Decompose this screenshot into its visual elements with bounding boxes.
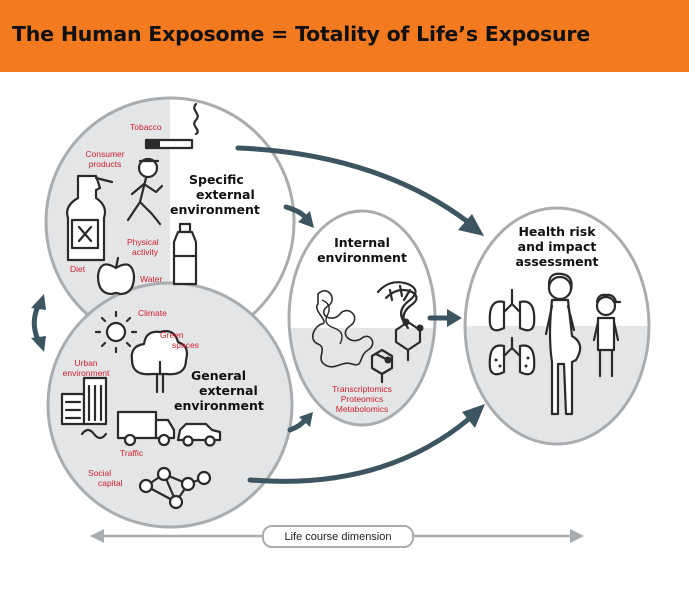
- child-icon: [592, 293, 622, 378]
- label-consumer-2: products: [89, 159, 122, 169]
- water-bottle-icon: [172, 222, 198, 286]
- diseased-lungs-icon: [488, 336, 536, 376]
- general-heading-1: General: [191, 368, 246, 383]
- label-physical-1: Physical: [127, 237, 159, 247]
- tree-icon: [130, 330, 189, 394]
- network-icon: [138, 466, 212, 510]
- label-physical-2: activity: [132, 247, 159, 257]
- specific-heading-3: environment: [170, 202, 260, 217]
- smog-icon: [80, 428, 108, 440]
- specific-heading: Specific external environment: [170, 172, 260, 217]
- label-transcriptomics: Transcriptomics: [332, 384, 392, 394]
- health-heading-2: and impact: [518, 239, 597, 254]
- internal-heading-2: environment: [317, 250, 407, 265]
- protein-icon: [311, 290, 374, 368]
- label-climate: Climate: [138, 308, 167, 318]
- double-arrow-specific-general: [31, 303, 41, 343]
- label-green-2: spaces: [172, 340, 199, 350]
- general-labels: Climate Green spaces Urban environment T…: [63, 308, 199, 488]
- buildings-icon: [60, 376, 108, 426]
- arrow-specific-to-internal-head: [298, 211, 314, 228]
- label-diet: Diet: [70, 264, 86, 274]
- health-heading: Health risk and impact assessment: [515, 224, 598, 269]
- label-urban-1: Urban: [74, 358, 97, 368]
- arrow-general-to-health: [247, 415, 473, 484]
- arrow-general-to-internal-head: [299, 412, 313, 427]
- sun-icon: [94, 310, 138, 354]
- general-environment-circle: [46, 281, 294, 529]
- label-consumer-1: Consumer: [85, 149, 124, 159]
- label-urban-2: environment: [63, 368, 110, 378]
- car-icon: [176, 422, 222, 447]
- truck-icon: [116, 410, 176, 447]
- label-metabolomics: Metabolomics: [336, 404, 388, 414]
- general-heading-3: environment: [174, 398, 264, 413]
- page-title: The Human Exposome = Totality of Life’s …: [12, 22, 590, 46]
- spray-bottle-icon: [66, 174, 114, 262]
- life-course-axis: Life course dimension: [90, 525, 584, 548]
- cigarette-icon: [144, 102, 199, 150]
- health-heading-1: Health risk: [518, 224, 596, 239]
- hexagon-icon: [370, 348, 394, 384]
- label-green-1: Green: [160, 330, 184, 340]
- omics-labels: Transcriptomics Proteomics Metabolomics: [332, 384, 392, 414]
- pregnant-woman-icon: [544, 272, 582, 416]
- title-banner: The Human Exposome = Totality of Life’s …: [0, 0, 689, 72]
- internal-heading: Internal environment: [317, 235, 407, 265]
- flow-arrows: [31, 145, 485, 484]
- label-traffic: Traffic: [120, 448, 144, 458]
- arrow-internal-to-health-head: [447, 309, 462, 327]
- internal-heading-1: Internal: [334, 235, 390, 250]
- label-social-2: capital: [98, 478, 123, 488]
- arrow-specific-to-health: [235, 145, 471, 225]
- molecule-icon: [374, 318, 424, 364]
- health-heading-3: assessment: [515, 254, 598, 269]
- specific-heading-2: external: [196, 187, 255, 202]
- arrow-specific-to-health-head: [458, 214, 484, 236]
- label-tobacco: Tobacco: [130, 122, 162, 132]
- arrow-general-to-health-head: [462, 404, 485, 428]
- apple-icon: [96, 256, 136, 296]
- general-heading: General external environment: [174, 368, 264, 413]
- runner-icon: [126, 157, 164, 226]
- double-arrow-bottom-head: [31, 336, 46, 352]
- double-arrow-top-head: [31, 294, 46, 310]
- label-water: Water: [140, 274, 163, 284]
- general-heading-2: external: [199, 383, 258, 398]
- specific-labels: Tobacco Consumer products Physical activ…: [70, 122, 163, 284]
- label-social-1: Social: [88, 468, 111, 478]
- specific-heading-1: Specific: [189, 172, 244, 187]
- label-proteomics: Proteomics: [341, 394, 384, 404]
- life-course-label: Life course dimension: [284, 531, 391, 543]
- lungs-icon: [488, 288, 536, 332]
- dna-icon: [376, 281, 418, 330]
